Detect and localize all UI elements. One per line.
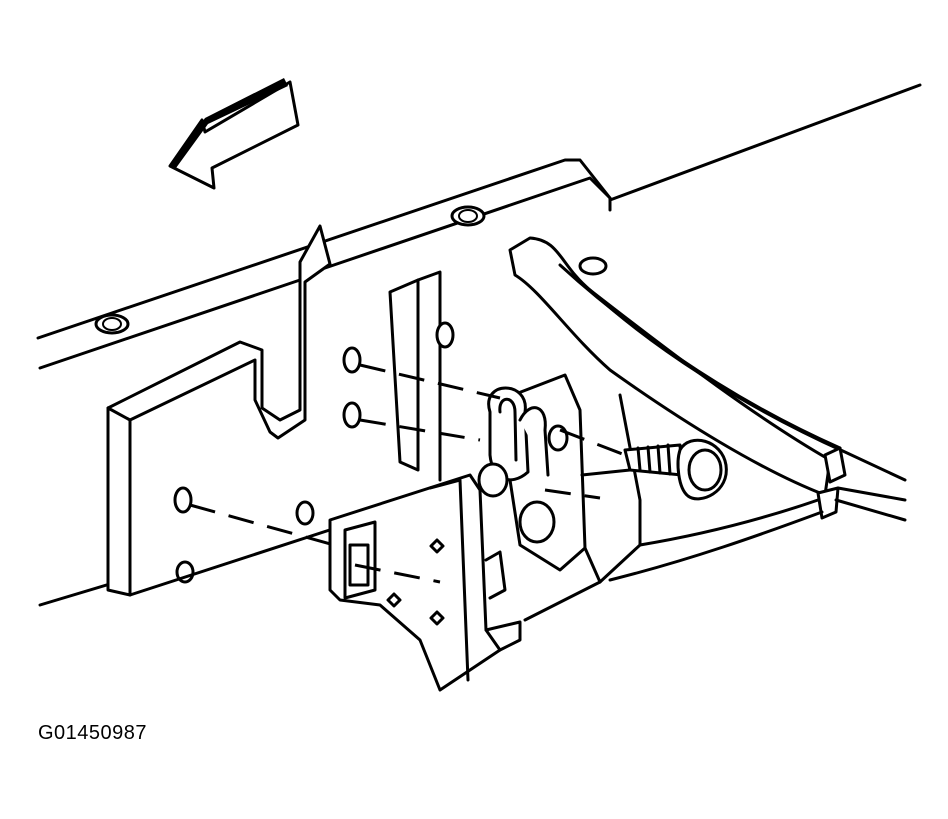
direction-arrow bbox=[168, 78, 300, 190]
release-cable bbox=[508, 236, 907, 582]
latch-bolt bbox=[623, 438, 728, 501]
hood-latch bbox=[328, 373, 642, 692]
alignment-lines bbox=[189, 363, 626, 584]
figure-id-label: G01450987 bbox=[38, 722, 148, 744]
